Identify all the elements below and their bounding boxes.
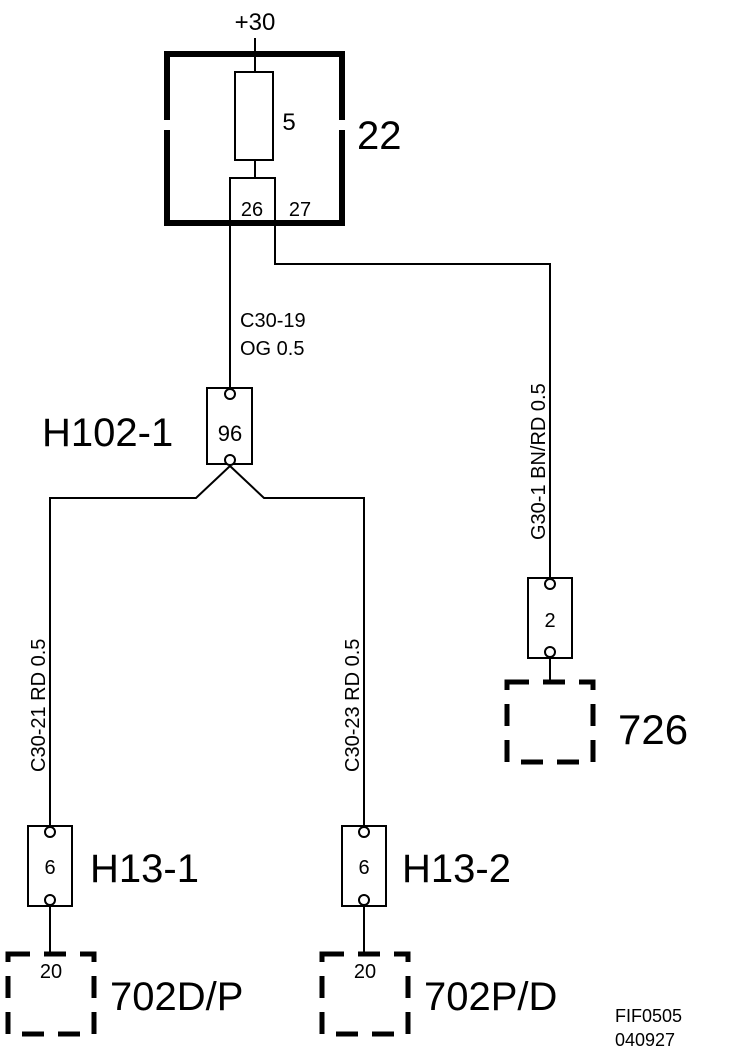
footer-date: 040927 (615, 1030, 675, 1050)
component-702p-d-pin: 20 (354, 961, 376, 983)
wire-c30-19-spec: OG 0.5 (240, 338, 304, 360)
component-702d-p (5, 951, 97, 1037)
connector-pin-2: 2 (527, 577, 573, 659)
component-702d-p-label: 702D/P (110, 975, 243, 1019)
pin-27-label: 27 (289, 199, 311, 221)
wire-c30-21 (49, 465, 231, 828)
connector-h13-2-pin: 6 (358, 857, 369, 879)
wire-g30-1 (274, 222, 551, 584)
fuse-box-22: 5 26 27 22 (160, 38, 402, 226)
fuse-5 (234, 71, 274, 161)
component-702p-d (319, 951, 411, 1037)
fuse-box-label: 22 (357, 114, 402, 158)
connector-h13-2: 6 H13-2 (341, 825, 511, 907)
connector-h13-1-pin: 6 (44, 857, 55, 879)
connector-h102-1-label: H102-1 (42, 411, 173, 455)
wire-c30-19-code: C30-19 (240, 310, 306, 332)
wire-c30-23 (229, 465, 365, 828)
component-726-label: 726 (618, 706, 688, 753)
connector-h102-1-pin: 96 (218, 421, 242, 446)
connector-h13-1: 6 H13-1 (27, 825, 199, 907)
component-702d-p-pin: 20 (40, 961, 62, 983)
component-726 (504, 679, 596, 765)
wire-g30-1-label: G30-1 BN/RD 0.5 (528, 383, 550, 540)
connector-2-pin: 2 (544, 610, 555, 632)
wire-c30-23-label: C30-23 RD 0.5 (342, 639, 364, 772)
pin-26-label: 26 (241, 199, 263, 221)
supply-label: +30 (235, 9, 276, 36)
connector-h13-1-label: H13-1 (90, 847, 199, 891)
wire-c30-21-label: C30-21 RD 0.5 (28, 639, 50, 772)
connector-h13-2-label: H13-2 (402, 847, 511, 891)
footer-code: FIF0505 (615, 1006, 682, 1026)
component-702p-d-label: 702P/D (424, 975, 557, 1019)
fuse-number: 5 (282, 109, 295, 136)
connector-h102-1: 96 H102-1 (42, 387, 253, 466)
